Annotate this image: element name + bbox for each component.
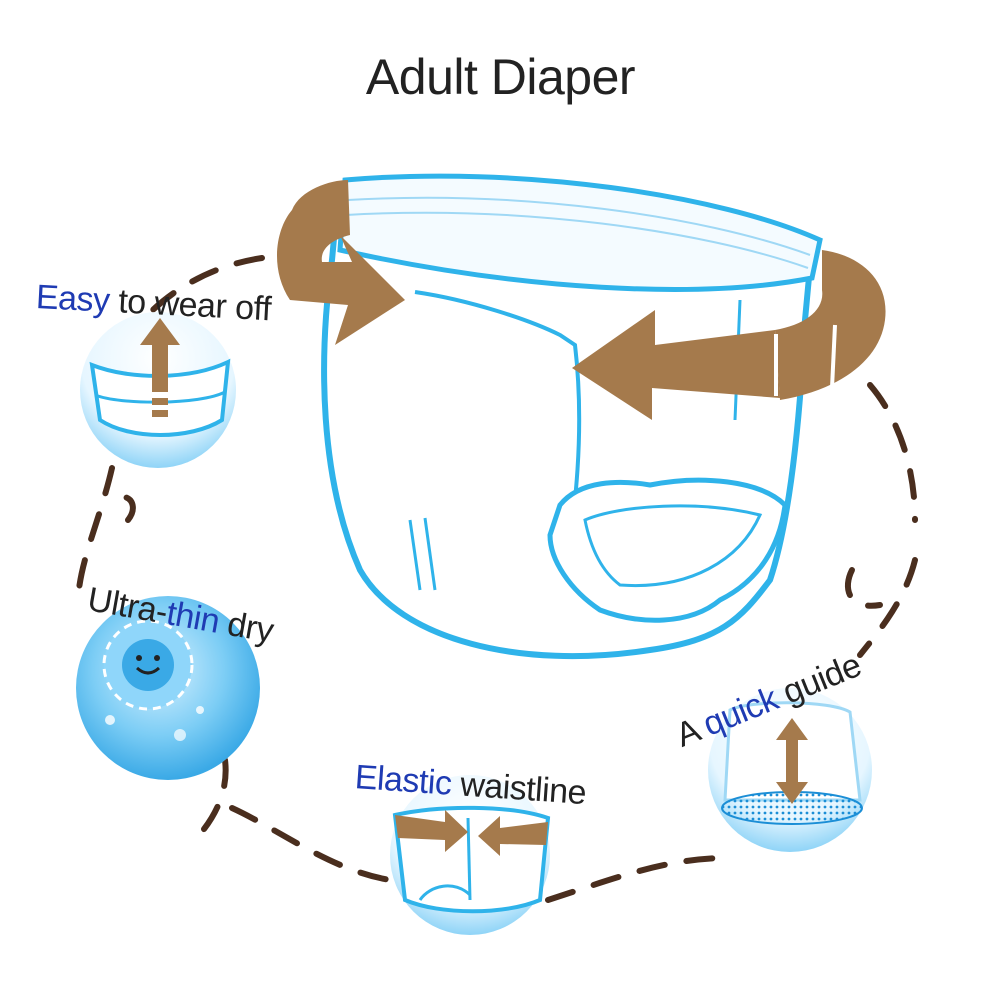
inward-left-arrow-icon (395, 810, 468, 852)
elastic-waistline-circle (390, 775, 551, 935)
diaper-waistband (337, 173, 823, 292)
label-easy-rest: to wear off (108, 281, 272, 329)
leg-cuff-frill (547, 477, 788, 623)
easy-wear-circle (80, 312, 236, 468)
diagram-title: Adult Diaper (365, 49, 636, 105)
left-arrow (277, 180, 405, 345)
label-easy-highlight: Easy (35, 278, 111, 320)
smiley-icon (122, 639, 174, 691)
label-thin-highlight: thin (163, 594, 223, 641)
label-thin-rest: dry (215, 603, 277, 651)
ultra-thin-circle (76, 596, 260, 780)
right-arrow-band (775, 250, 886, 400)
inward-right-arrow-icon (478, 816, 548, 856)
label-elastic-highlight: Elastic (353, 758, 453, 803)
rotation-arrows (277, 180, 886, 420)
quick-guide-circle (708, 688, 872, 852)
diaper-illustration (321, 173, 823, 660)
up-arrow-icon (140, 318, 180, 392)
right-arrow (572, 310, 780, 420)
label-elastic-rest: waistline (450, 764, 588, 813)
double-arrow-icon (776, 718, 808, 804)
